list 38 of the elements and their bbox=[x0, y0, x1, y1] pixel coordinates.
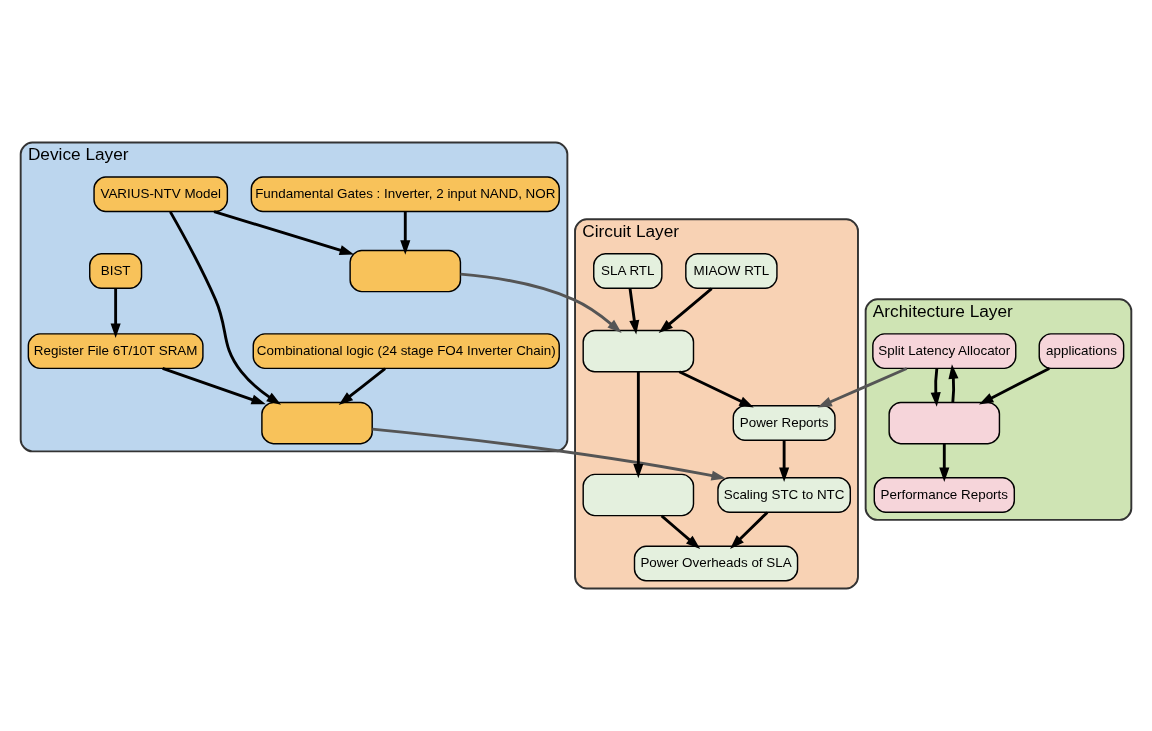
node-box bbox=[349, 249, 462, 293]
node-box: VARIUS-NTV Model bbox=[93, 176, 229, 213]
node-box bbox=[261, 401, 373, 445]
arrow bbox=[169, 211, 282, 405]
arrow bbox=[628, 288, 640, 335]
node-box bbox=[888, 401, 1001, 445]
arrow bbox=[978, 367, 1050, 405]
arrow bbox=[658, 287, 713, 334]
arrow bbox=[338, 367, 386, 406]
arrow bbox=[400, 211, 411, 255]
node-box: Combinational logic (24 stage FO4 Inverter Chain) bbox=[252, 333, 560, 370]
arrow bbox=[660, 514, 701, 550]
node-box bbox=[582, 473, 695, 517]
arrow bbox=[110, 288, 121, 338]
node-box: SLA RTL bbox=[593, 253, 663, 289]
arrow bbox=[633, 371, 644, 479]
node-box bbox=[582, 329, 695, 373]
node-box: Fundamental Gates : Inverter, 2 input NAND, NOR bbox=[250, 176, 560, 213]
arrow bbox=[460, 272, 622, 334]
node-box: Power Reports bbox=[732, 405, 836, 442]
node-box: Split Latency Allocator bbox=[872, 333, 1017, 370]
arrow bbox=[948, 364, 959, 403]
node-box: applications bbox=[1038, 333, 1125, 370]
arrow bbox=[779, 440, 790, 482]
node-box: Scaling STC to NTC bbox=[717, 477, 851, 513]
node-box: MIAOW RTL bbox=[685, 253, 778, 289]
arrow bbox=[730, 511, 769, 549]
arrow bbox=[939, 443, 950, 482]
node-box: Performance Reports bbox=[873, 477, 1016, 513]
arrow bbox=[213, 210, 355, 256]
arrow bbox=[162, 367, 266, 405]
arrow bbox=[930, 368, 941, 407]
node-box: BIST bbox=[89, 253, 143, 289]
arrow bbox=[817, 367, 908, 408]
arrow bbox=[678, 370, 754, 408]
node-box: Register File 6T/10T SRAM bbox=[27, 333, 204, 370]
arrow bbox=[372, 427, 726, 481]
node-box: Power Overheads of SLA bbox=[633, 545, 799, 582]
